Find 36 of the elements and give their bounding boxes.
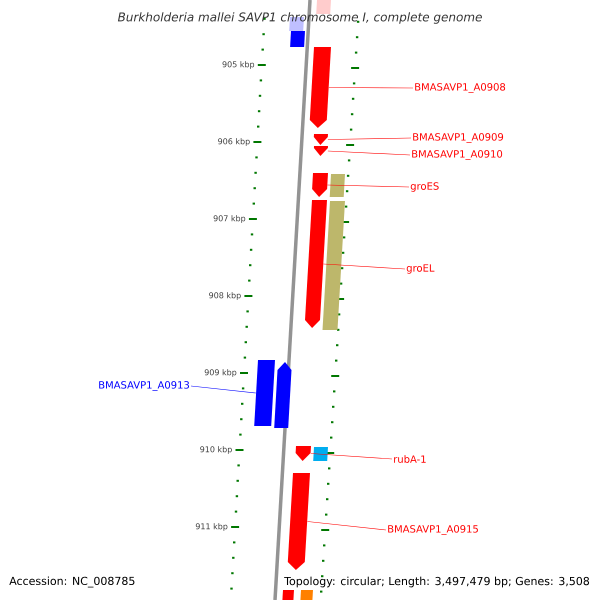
accession-label: Accession: NC_008785 (9, 576, 134, 588)
gene-feature (312, 173, 328, 197)
gene-feature (305, 200, 327, 328)
tick-label: 910 kbp (200, 446, 232, 454)
leader-line (310, 453, 392, 460)
gene-feature (310, 47, 331, 128)
tick-label: 908 kbp (209, 292, 241, 300)
gene-label: BMASAVP1_A0910 (412, 150, 502, 160)
leader-line (190, 386, 256, 394)
tick-label: 907 kbp (214, 215, 246, 223)
gene-label: rubA-1 (394, 455, 426, 463)
gene-label: groES (410, 182, 439, 192)
genome-info-label: Topology: circular; Length: 3,497,479 bp; Genes: 3,508 (284, 576, 590, 588)
leader-line (327, 184, 410, 188)
tick-label: 911 kbp (196, 523, 228, 531)
gene-feature (254, 360, 275, 426)
title: Burkholderia mallei SAVP1 chromosome I, complete genome (118, 12, 482, 24)
leader-line (328, 150, 410, 156)
gene-feature (322, 201, 345, 330)
gene-label: BMASAVP1_A0908 (415, 83, 506, 93)
gene-label: groEL (406, 264, 434, 274)
gene-feature (314, 134, 328, 145)
tick-label: 905 kbp (222, 61, 254, 69)
tick-label: 906 kbp (218, 138, 250, 146)
gene-feature (296, 446, 311, 461)
leader-line (307, 521, 386, 530)
gene-feature (330, 174, 345, 197)
tick-label: 909 kbp (204, 369, 236, 377)
leader-line (328, 138, 412, 140)
leader-line (328, 87, 414, 88)
gene-feature (288, 473, 310, 570)
gene-label: BMASAVP1_A0913 (99, 381, 189, 391)
gene-label: BMASAVP1_A0909 (413, 133, 504, 143)
leader-line (323, 264, 406, 270)
gene-label: BMASAVP1_A0915 (388, 525, 478, 535)
gene-feature (314, 146, 328, 156)
